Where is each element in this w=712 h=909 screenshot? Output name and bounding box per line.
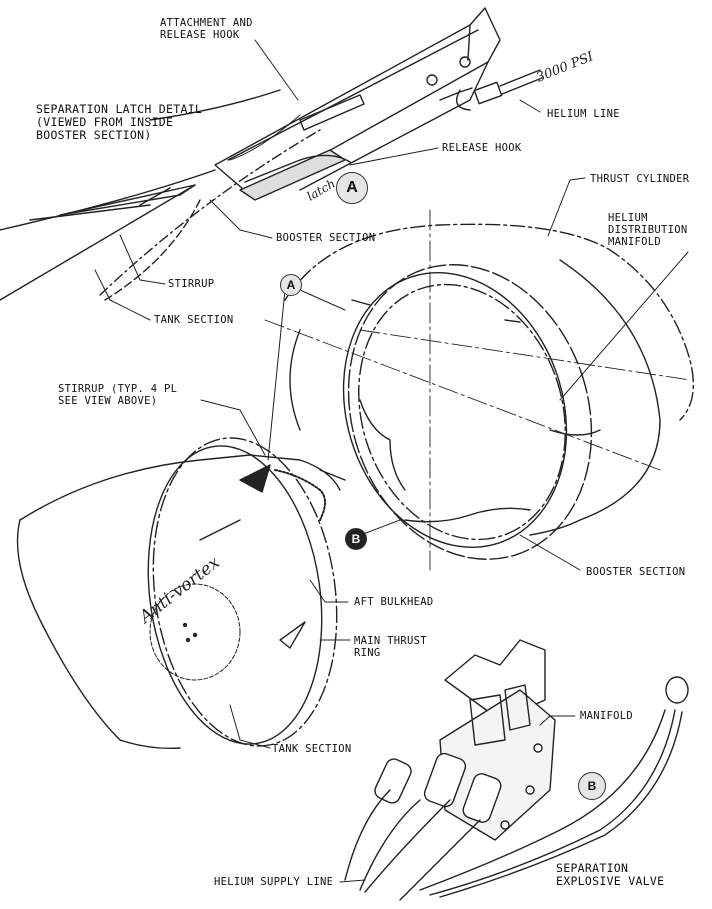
thrust-cylinder-drawing	[264, 209, 695, 571]
stirrup-typ-label: STIRRUP (TYP. 4 PL SEE VIEW ABOVE)	[58, 383, 178, 407]
release-hook-label: RELEASE HOOK	[442, 142, 522, 154]
helium-line-label: HELIUM LINE	[547, 108, 620, 120]
tank-section-bottom-label: TANK SECTION	[272, 743, 352, 755]
booster-section-top-label: BOOSTER SECTION	[276, 232, 376, 244]
leader-lines-tank	[200, 399, 351, 749]
tank-section-drawing	[16, 437, 346, 750]
callout-b-icon: B	[578, 772, 606, 800]
separation-detail-label: SEPARATION LATCH DETAIL (VIEWED FROM INS…	[36, 102, 203, 142]
aft-bulkhead-label: AFT BULKHEAD	[354, 596, 434, 608]
latch-detail-drawing	[0, 7, 543, 301]
leader-lines-top	[94, 39, 541, 321]
helium-manifold-label: HELIUM DISTRIBUTION MANIFOLD	[608, 212, 688, 248]
callout-a-icon: A	[280, 274, 302, 296]
tank-section-top-label: TANK SECTION	[154, 314, 234, 326]
thrust-cylinder-label: THRUST CYLINDER	[590, 173, 690, 185]
attachment-hook-label: ATTACHMENT AND RELEASE HOOK	[160, 17, 253, 41]
manifold-label: MANIFOLD	[580, 710, 633, 722]
helium-supply-line-label: HELIUM SUPPLY LINE	[214, 876, 334, 888]
callout-b-icon: B	[345, 528, 367, 550]
leader-lines-bottom	[339, 715, 576, 883]
manifold-valve-drawing	[344, 639, 689, 901]
booster-section-bottom-label: BOOSTER SECTION	[586, 566, 686, 578]
callout-a-icon: A	[336, 172, 368, 204]
main-thrust-ring-label: MAIN THRUST RING	[354, 635, 427, 659]
separation-valve-label: SEPARATION EXPLOSIVE VALVE	[556, 861, 665, 888]
stirrup-label: STIRRUP	[168, 278, 215, 290]
